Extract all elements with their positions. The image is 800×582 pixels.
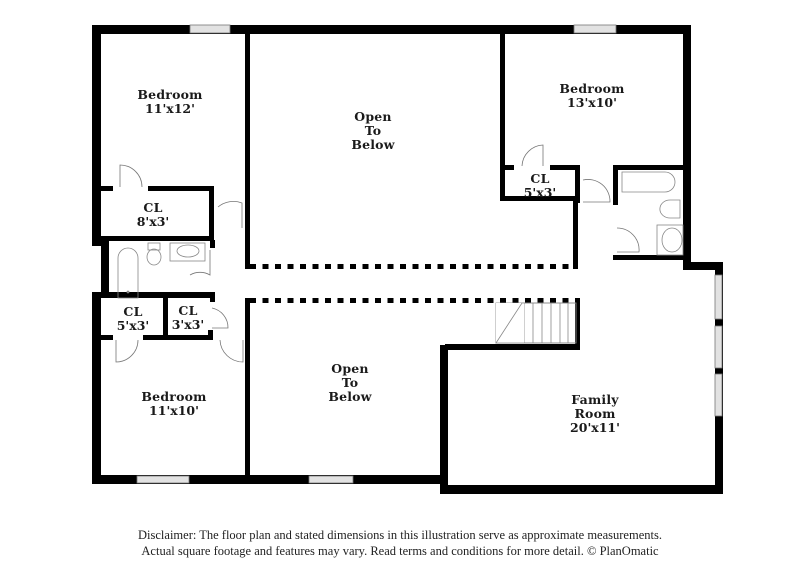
room-dimensions: 13'x10'	[567, 95, 617, 110]
label-line: To	[364, 123, 382, 138]
room-label-closet-5x3-w: CL 5'x3'	[103, 305, 163, 333]
bathtub-icon-w	[117, 247, 139, 299]
door-nw-closet	[119, 164, 143, 188]
bathroom-fixtures	[117, 171, 684, 299]
disclaimer-line-1: Disclaimer: The floor plan and stated di…	[138, 528, 662, 542]
room-dimensions: 20'x11'	[570, 420, 620, 435]
disclaimer-line-2: Actual square footage and features may v…	[141, 544, 659, 558]
toilet-icon-w	[147, 242, 161, 251]
door-nw-bedroom	[217, 201, 243, 228]
door-cl-5x3-w	[115, 339, 139, 363]
room-label-closet-5x3-ne: CL 5'x3'	[510, 172, 570, 200]
room-label-open-to-below-south: Open To Below	[300, 362, 400, 404]
interior-walls	[101, 34, 685, 483]
room-name: Bedroom	[141, 389, 207, 404]
window-ne	[573, 24, 617, 34]
door-w-bath	[189, 250, 211, 276]
door-ne-bedroom	[582, 179, 611, 203]
room-label-bedroom-ne: Bedroom 13'x10'	[542, 82, 642, 110]
window-e1	[714, 274, 723, 320]
room-name: CL	[178, 303, 198, 318]
door-ne-closet	[521, 144, 544, 167]
room-label-open-to-below-north: Open To Below	[323, 110, 423, 152]
label-line: Below	[328, 389, 372, 404]
windows	[136, 24, 723, 484]
room-label-bedroom-sw: Bedroom 11'x10'	[124, 390, 224, 418]
room-label-bedroom-nw: Bedroom 11'x12'	[120, 88, 220, 116]
room-name: CL	[143, 200, 163, 215]
open-to-below-railings	[250, 264, 569, 303]
window-e2	[714, 325, 723, 369]
room-name: Bedroom	[559, 81, 625, 96]
sink-icon-ne	[656, 224, 684, 256]
bathtub-icon-ne	[621, 171, 676, 193]
window-e3	[714, 373, 723, 417]
room-dimensions: 5'x3'	[523, 185, 557, 200]
door-cl-3x3	[211, 307, 229, 329]
doors	[115, 144, 640, 363]
label-line: To	[341, 375, 359, 390]
room-dimensions: 11'x10'	[149, 403, 199, 418]
room-dimensions: 5'x3'	[116, 318, 150, 333]
room-label-closet-8x3: CL 8'x3'	[113, 201, 193, 229]
door-ne-bath	[616, 227, 640, 253]
label-line: Open	[354, 109, 392, 124]
label-line: Open	[331, 361, 369, 376]
disclaimer: Disclaimer: The floor plan and stated di…	[0, 527, 800, 559]
room-dimensions: 8'x3'	[136, 214, 170, 229]
room-dimensions: 3'x3'	[171, 317, 205, 332]
label-line: Below	[351, 137, 395, 152]
label-line: Room	[574, 406, 616, 421]
window-s	[308, 475, 354, 484]
room-name: CL	[123, 304, 143, 319]
room-name: Bedroom	[137, 87, 203, 102]
window-nw	[189, 24, 231, 34]
sink-icon-w	[169, 242, 206, 262]
room-name: CL	[530, 171, 550, 186]
window-sw	[136, 475, 190, 484]
label-line: Family	[571, 392, 619, 407]
door-sw-bedroom	[219, 339, 244, 363]
toilet-icon-ne	[659, 199, 681, 219]
room-label-closet-3x3: CL 3'x3'	[166, 304, 210, 332]
room-label-family-room: Family Room 20'x11'	[545, 393, 645, 435]
room-dimensions: 11'x12'	[145, 101, 195, 116]
